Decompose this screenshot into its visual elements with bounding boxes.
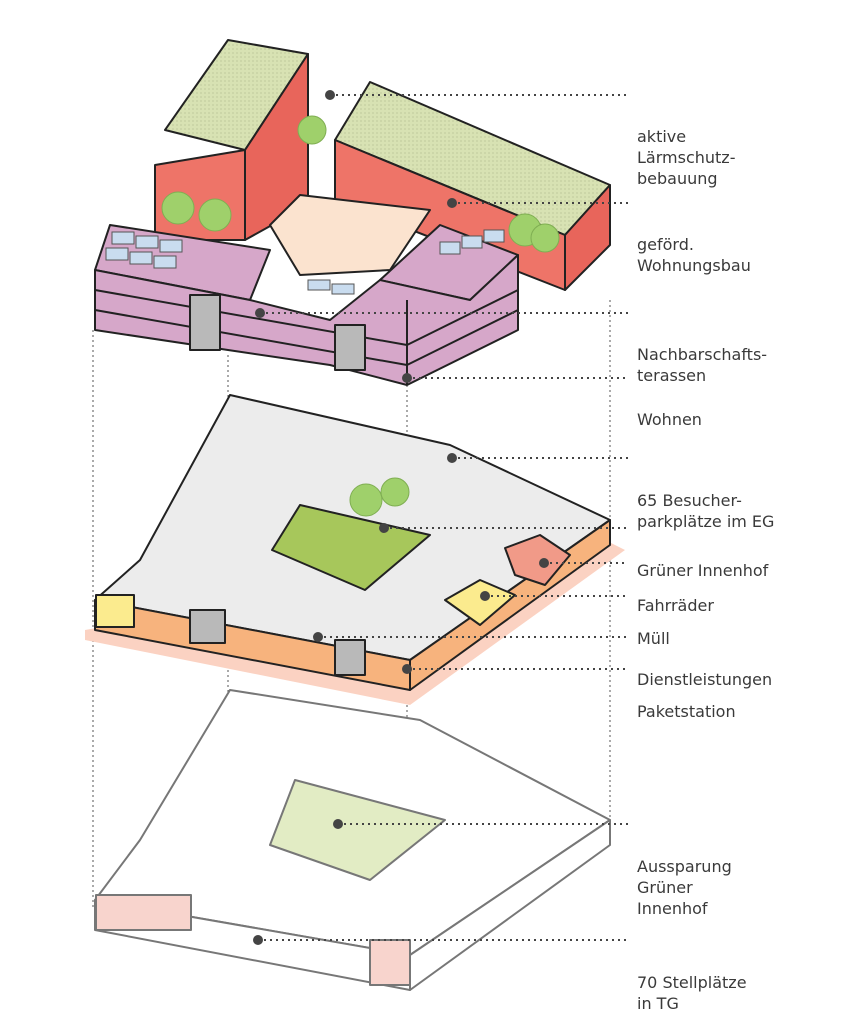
tg-pink-area — [95, 894, 192, 931]
solar-panels — [105, 229, 505, 295]
label-muell: Müll — [637, 629, 670, 648]
label-paketstation: Paketstation — [637, 702, 736, 721]
stair-core — [189, 294, 221, 351]
ground-trees — [349, 477, 410, 517]
salmon-unit — [504, 534, 571, 586]
label-terassen: Nachbarschafts-terassen — [637, 345, 768, 385]
long-block-end — [564, 184, 611, 291]
tg-pink-area — [369, 939, 411, 986]
label-dienstleistungen: Dienstleistungen — [637, 670, 773, 689]
upper-trees — [161, 115, 560, 253]
stair-core — [334, 324, 366, 371]
tg-aussparung — [269, 779, 446, 881]
label-innenhof: Grüner Innenhof — [637, 561, 769, 580]
label-fahrraeder: Fahrräder — [637, 596, 714, 615]
gray-unit — [334, 639, 366, 676]
leader-dots — [253, 90, 549, 945]
label-besucherparkplaetze: 65 Besucher-parkplätze im EG — [637, 491, 775, 531]
upper-building-block — [94, 39, 611, 386]
tg-level — [94, 689, 611, 991]
label-wohnen: Wohnen — [637, 410, 702, 429]
yellow-unit — [95, 594, 135, 628]
leader-lines — [258, 94, 628, 941]
green-courtyard — [271, 504, 431, 591]
gray-unit — [189, 609, 226, 644]
upper-courtyard — [269, 194, 431, 276]
label-wohnungsbau: geförd.Wohnungsbau — [637, 235, 751, 275]
